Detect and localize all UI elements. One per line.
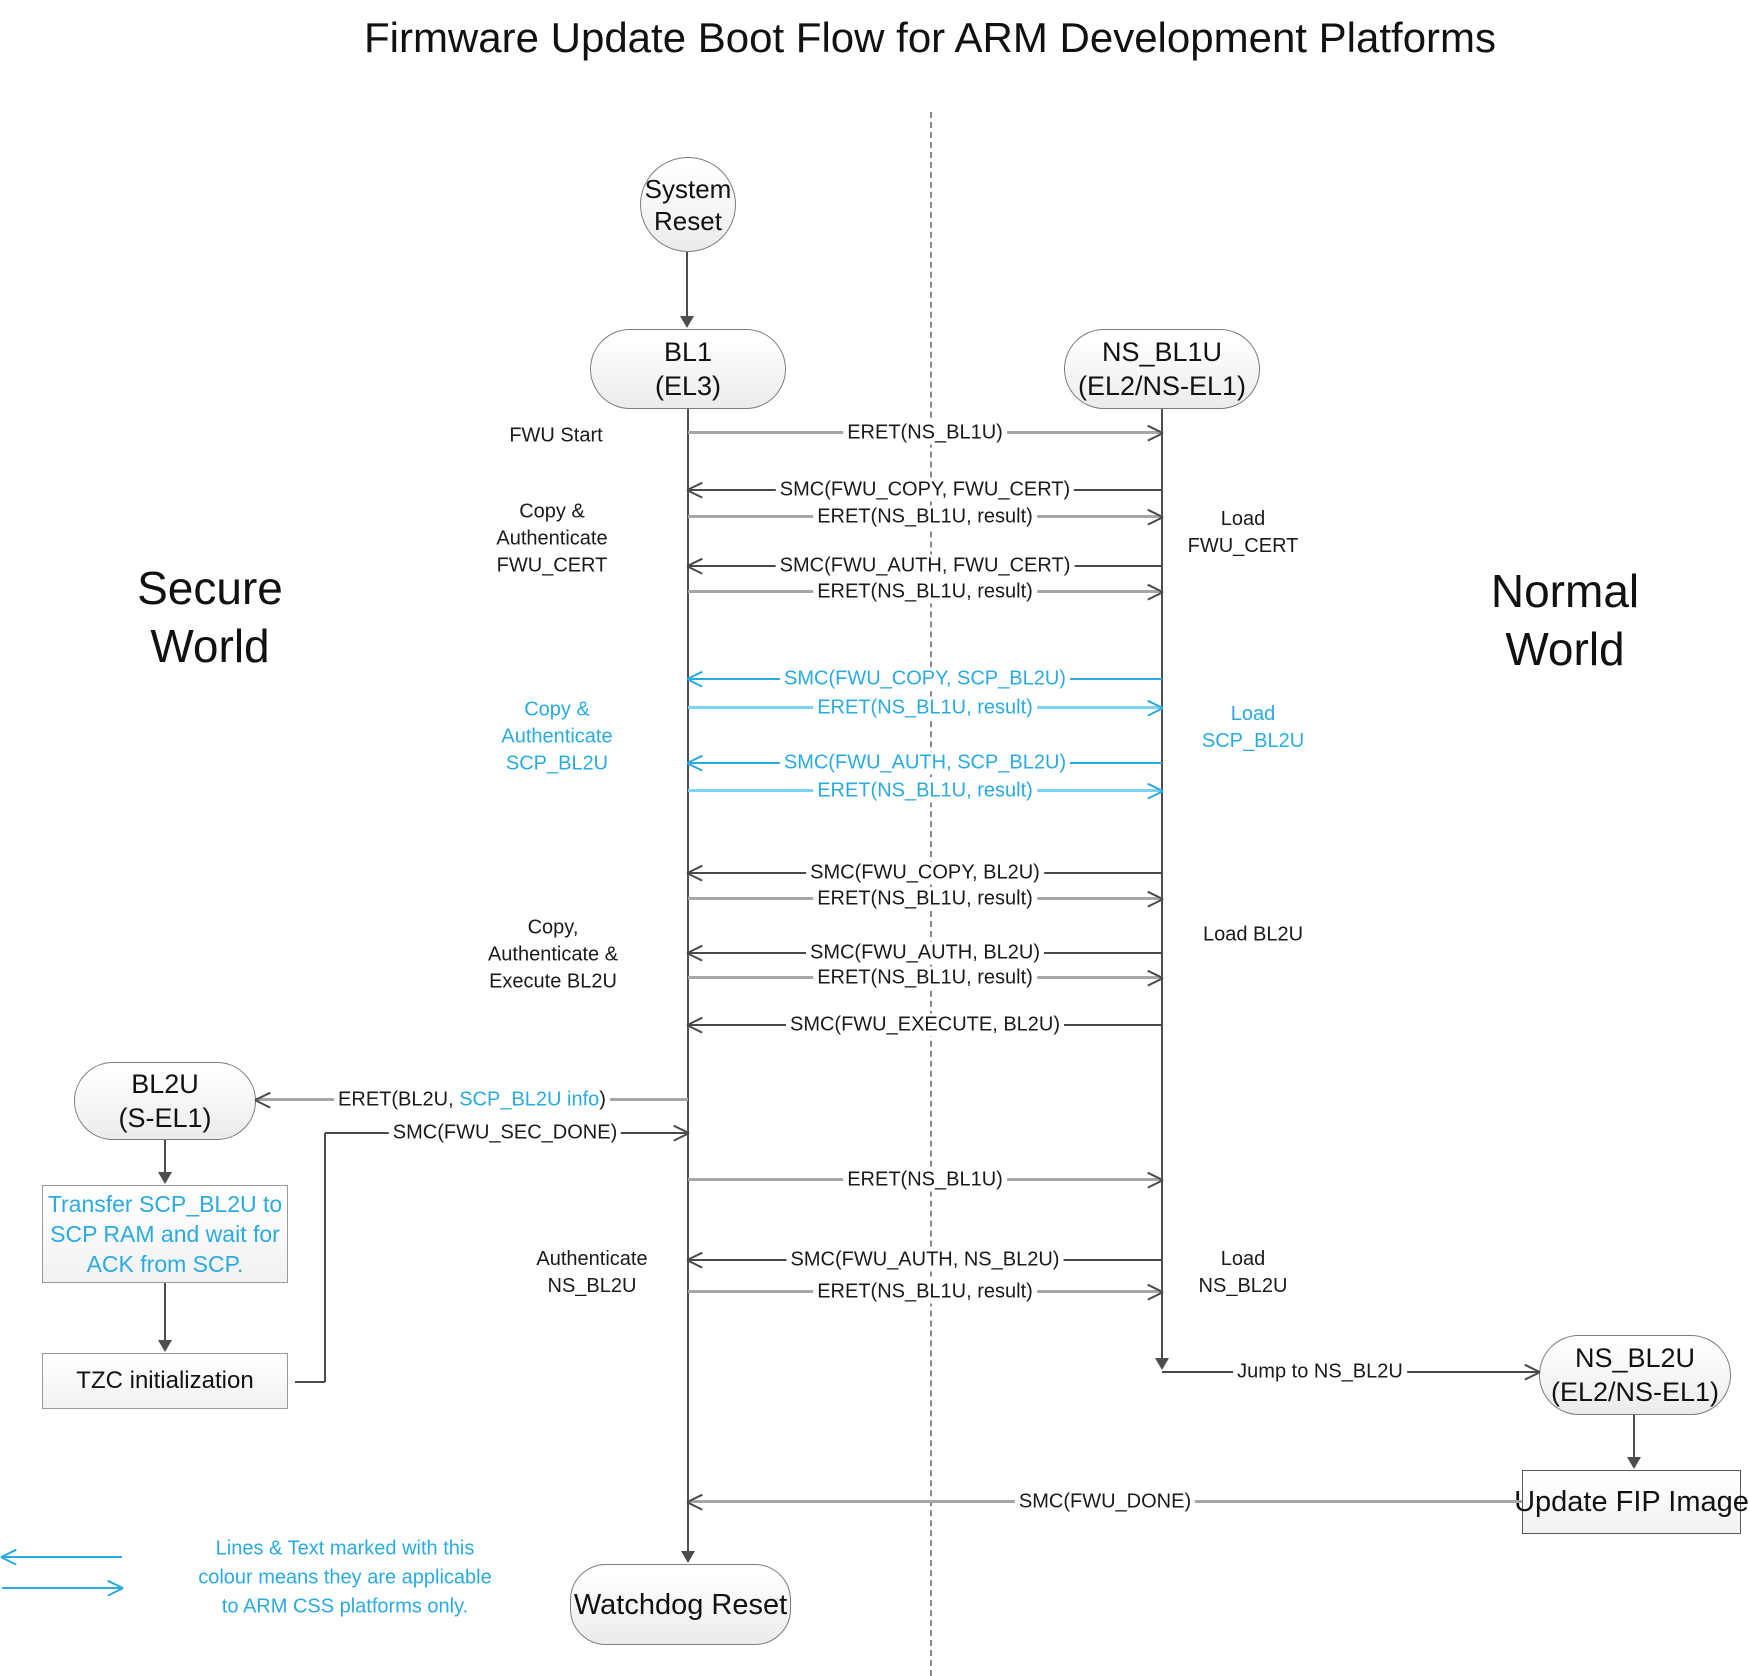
node-tzc-initialization: TZC initialization bbox=[42, 1353, 288, 1409]
legend-note: Lines & Text marked with this colour mea… bbox=[198, 1537, 492, 1618]
node-system-reset: System Reset bbox=[640, 157, 736, 252]
legend-css-smc-arrow bbox=[2, 1556, 122, 1558]
message-label: SMC(FWU_AUTH, NS_BL2U) bbox=[786, 1248, 1064, 1272]
message-label: ERET(NS_BL1U, result) bbox=[813, 887, 1037, 911]
annotation-load-bl2u: Load BL2U bbox=[1202, 923, 1304, 946]
node-watchdog-reset: Watchdog Reset bbox=[570, 1564, 791, 1645]
message-label: ERET(NS_BL1U) bbox=[843, 1168, 1007, 1192]
annotation-copy-auth-fwu-cert: Copy & Authenticate FWU_CERT bbox=[496, 500, 608, 577]
message-label-eret-bl2u: ERET(BL2U, SCP_BL2U info) bbox=[334, 1088, 610, 1112]
annotation-load-fwu-cert: Load FWU_CERT bbox=[1187, 508, 1299, 557]
node-bl1: BL1 (EL3) bbox=[590, 329, 786, 409]
annotation-copy-auth-exec-bl2u: Copy, Authenticate & Execute BL2U bbox=[487, 916, 619, 993]
arrow-system-reset-to-bl1 bbox=[686, 252, 689, 316]
annotation-authenticate-ns-bl2u: Authenticate NS_BL2U bbox=[536, 1248, 648, 1297]
secure-world-label: Secure World bbox=[137, 562, 283, 672]
message-label: SMC(FWU_AUTH, BL2U) bbox=[805, 941, 1045, 965]
message-label: SMC(FWU_SEC_DONE) bbox=[388, 1121, 622, 1145]
message-label: SMC(FWU_AUTH, SCP_BL2U) bbox=[779, 751, 1071, 775]
page-title: Firmware Update Boot Flow for ARM Develo… bbox=[363, 14, 1497, 61]
ns-bl1u-lifeline bbox=[1161, 409, 1163, 1358]
message-label: SMC(FWU_COPY, FWU_CERT) bbox=[775, 478, 1075, 502]
arrow-ns-bl2u-to-update-fip bbox=[1633, 1415, 1636, 1457]
message-label: ERET(NS_BL1U, result) bbox=[813, 966, 1037, 990]
node-transfer-scp-bl2u: Transfer SCP_BL2U to SCP RAM and wait fo… bbox=[42, 1185, 288, 1283]
message-label: Jump to NS_BL2U bbox=[1233, 1360, 1407, 1384]
connector-tzc-up-segment bbox=[324, 1133, 326, 1382]
message-label: ERET(NS_BL1U) bbox=[843, 421, 1007, 445]
message-label: SMC(FWU_AUTH, FWU_CERT) bbox=[775, 554, 1075, 578]
message-label: SMC(FWU_COPY, BL2U) bbox=[806, 861, 1044, 885]
message-label: SMC(FWU_EXECUTE, BL2U) bbox=[785, 1013, 1065, 1037]
message-label: ERET(NS_BL1U, result) bbox=[813, 696, 1037, 720]
annotation-load-ns-bl2u: Load NS_BL2U bbox=[1198, 1248, 1288, 1297]
annotation-load-scp-bl2u: Load SCP_BL2U bbox=[1201, 703, 1305, 752]
annotation-fwu-start: FWU Start bbox=[509, 424, 603, 447]
node-bl2u: BL2U (S-EL1) bbox=[74, 1062, 256, 1140]
message-label: SMC(FWU_DONE) bbox=[1014, 1490, 1196, 1514]
legend-css-eret-arrow bbox=[2, 1587, 122, 1589]
message-label: ERET(NS_BL1U, result) bbox=[813, 779, 1037, 803]
annotation-copy-auth-scp-bl2u: Copy & Authenticate SCP_BL2U bbox=[501, 698, 613, 775]
normal-world-label: Normal World bbox=[1490, 565, 1640, 675]
message-label: ERET(NS_BL1U, result) bbox=[813, 505, 1037, 529]
bl1-lifeline bbox=[687, 409, 689, 1551]
message-label: ERET(NS_BL1U, result) bbox=[813, 580, 1037, 604]
node-ns-bl2u: NS_BL2U (EL2/NS-EL1) bbox=[1539, 1335, 1731, 1415]
arrow-bl2u-to-transfer bbox=[164, 1140, 167, 1172]
node-ns-bl1u: NS_BL1U (EL2/NS-EL1) bbox=[1064, 329, 1260, 409]
message-label: ERET(NS_BL1U, result) bbox=[813, 1280, 1037, 1304]
arrow-transfer-to-tzc bbox=[164, 1283, 167, 1340]
node-update-fip-image: Update FIP Image bbox=[1514, 1470, 1749, 1534]
message-label: SMC(FWU_COPY, SCP_BL2U) bbox=[780, 667, 1070, 691]
connector-tzc-out-segment bbox=[295, 1381, 325, 1383]
